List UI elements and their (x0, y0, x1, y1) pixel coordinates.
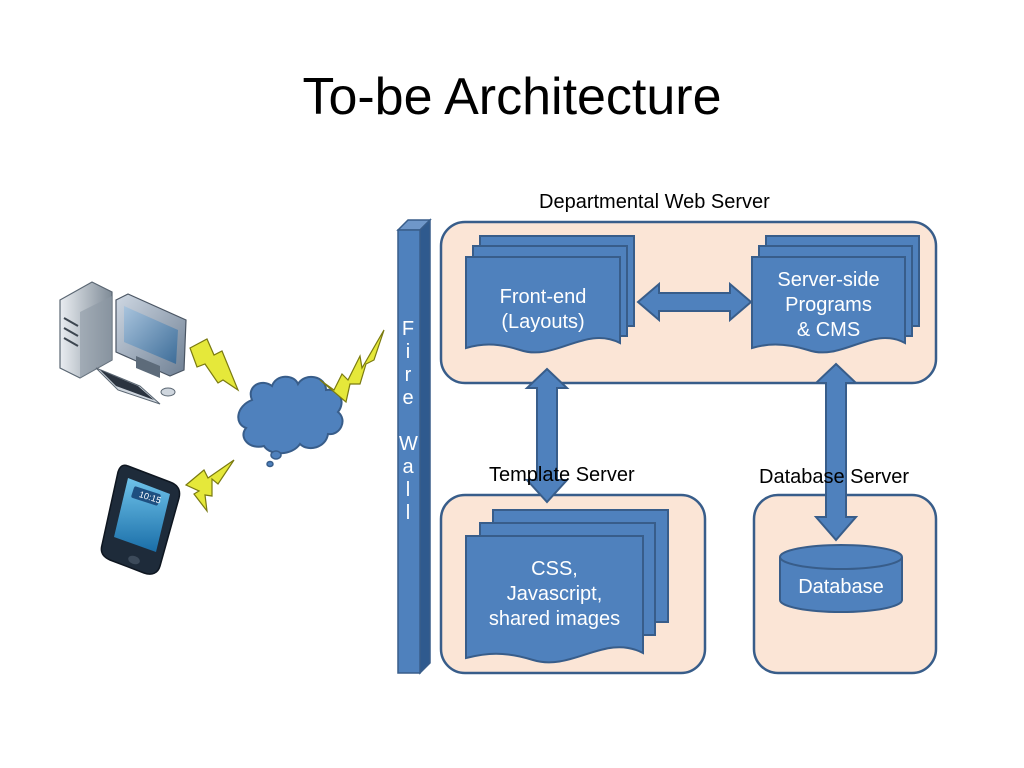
database-server-label: Database Server (759, 466, 910, 488)
server-side-line-1: Server-side (777, 269, 880, 291)
template-server-label: Template Server (489, 464, 635, 486)
page-title: To-be Architecture (302, 68, 722, 126)
css-line-2: Javascript, (506, 583, 603, 605)
server-side-line-3: & CMS (796, 319, 861, 341)
lightning-icon-computer (189, 338, 240, 392)
firewall-letter: a (402, 456, 414, 478)
server-side-line-2: Programs (785, 294, 872, 316)
firewall-letter: r (404, 364, 412, 386)
frontend-node: Front-end (Layouts) (466, 285, 620, 335)
firewall-letter: i (405, 341, 411, 363)
lightning-icon-phone (184, 459, 235, 514)
frontend-line-2: (Layouts) (501, 311, 585, 333)
firewall-letter: e (402, 387, 414, 409)
frontend-server-arrow (636, 281, 753, 323)
firewall-label: F i r e W a l l (399, 318, 418, 525)
css-node: CSS, Javascript, shared images (466, 557, 643, 632)
firewall-letter: l (405, 502, 411, 524)
database-node: Database (798, 576, 884, 598)
firewall-letter: F (401, 318, 415, 340)
cloud-tail (266, 450, 282, 468)
server-database-arrow (813, 362, 859, 542)
mobile-phone-icon: 10:15 (100, 464, 181, 575)
frontend-line-1: Front-end (499, 286, 587, 308)
frontend-template-arrow (524, 367, 570, 504)
frontend-multidoc (465, 235, 635, 354)
firewall-letter (399, 410, 417, 433)
web-server-label: Departmental Web Server (539, 191, 770, 213)
server-side-node: Server-side Programs & CMS (752, 268, 905, 343)
css-line-3: shared images (488, 608, 621, 630)
css-line-1: CSS, (531, 558, 578, 580)
cloud-icon (237, 375, 344, 455)
database-cylinder (779, 544, 903, 613)
server-side-multidoc (751, 235, 920, 354)
css-multidoc (465, 509, 669, 664)
firewall-letter: W (399, 433, 418, 455)
firewall-letter: l (405, 479, 411, 501)
lightning-icon-firewall (319, 329, 385, 404)
desktop-computer-icon (59, 281, 187, 405)
firewall-bar (396, 218, 432, 675)
